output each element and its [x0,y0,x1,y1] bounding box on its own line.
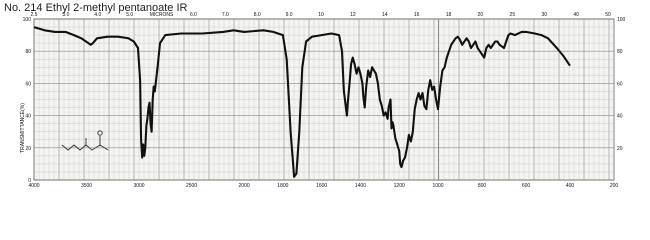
y-tick-label: 60 [25,81,31,87]
top-tick-label: 18 [446,12,452,18]
grid-background [33,18,615,181]
bottom-tick-label: 1600 [316,183,327,189]
page-title: No. 214 Ethyl 2-methyl pentanoate IR [4,2,188,14]
top-tick-label: 6.0 [190,12,197,18]
top-tick-label: 20 [478,12,484,18]
bottom-tick-label: 600 [522,183,531,189]
y-tick-label: 100 [23,17,32,23]
bottom-tick-label: 1000 [432,183,443,189]
y-tick-label: 20 [25,146,31,152]
top-tick-label: 10 [318,12,324,18]
top-tick-label: 30 [541,12,547,18]
bottom-tick-label: 3000 [133,183,144,189]
spectrum-line [33,26,571,178]
molecule-structure [61,130,109,151]
bottom-tick-label: 4000 [28,183,39,189]
top-tick-label: 40 [573,12,579,18]
bottom-tick-label: 1400 [355,183,366,189]
molecule-carbonyl-oxygen [97,130,103,136]
top-tick-label: 5.0 [126,12,133,18]
top-tick-label: 4.0 [94,12,101,18]
top-tick-label: 14 [382,12,388,18]
bottom-tick-label: 1800 [277,183,288,189]
top-tick-label: 25 [510,12,516,18]
top-tick-label: 3.0 [62,12,69,18]
top-tick-label: 50 [605,12,611,18]
bottom-tick-label: 2500 [186,183,197,189]
top-tick-label: 16 [414,12,420,18]
molecule-skeleton [61,144,109,151]
right-tick-label: 40 [617,114,623,120]
right-tick-label: 100 [617,17,626,23]
top-tick-label: MICRONS [150,12,174,18]
y-tick-label: 40 [25,114,31,120]
bottom-tick-label: 1200 [394,183,405,189]
y-tick-label: 0 [28,178,31,184]
bottom-tick-label: 800 [478,183,487,189]
bottom-tick-label: 3500 [81,183,92,189]
top-tick-label: 2.5 [31,12,38,18]
top-tick-label: 8.0 [254,12,261,18]
right-tick-label: 60 [617,81,623,87]
top-tick-label: 12 [350,12,356,18]
right-tick-label: 80 [617,49,623,55]
bottom-tick-label: 400 [566,183,575,189]
top-tick-label: 7.0 [222,12,229,18]
spectrum-trace [33,26,571,178]
bottom-tick-label: 2000 [239,183,250,189]
bottom-tick-label: 200 [610,183,619,189]
top-tick-label: 9.0 [286,12,293,18]
right-tick-label: 20 [617,146,623,152]
y-tick-label: 80 [25,49,31,55]
left-axis-label: TRANSMITTANCE(%) [20,103,26,153]
